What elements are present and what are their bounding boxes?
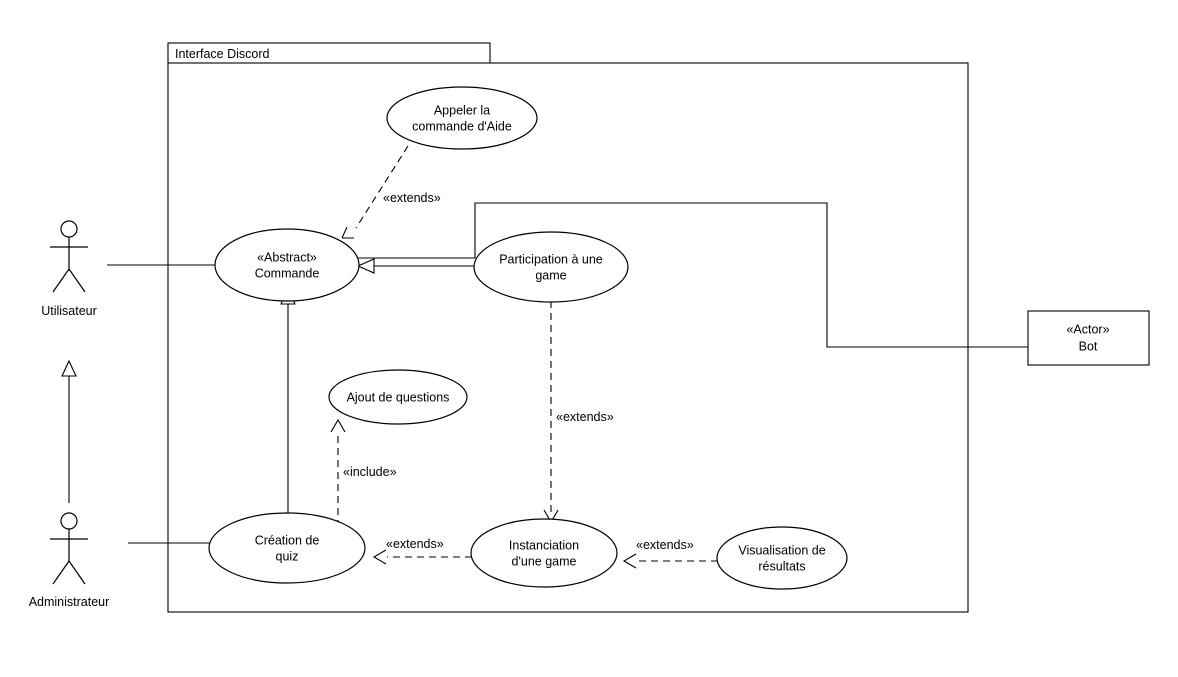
- use-case-visualisation-resultats-label-line2: résultats: [758, 559, 805, 573]
- use-case-instanciation-game-shape: [470, 518, 618, 588]
- use-case-commande[interactable]: «Abstract» Commande: [214, 228, 360, 302]
- association-bot-commande[interactable]: [357, 202, 1028, 348]
- association-bot-commande-line: [357, 202, 1028, 348]
- package-title: Interface Discord: [175, 47, 270, 61]
- use-case-appeler-aide-label-line2: commande d'Aide: [412, 119, 512, 133]
- actor-administrateur[interactable]: Administrateur: [29, 512, 110, 609]
- extend-visualisation-instanciation-arrowhead: [622, 553, 637, 569]
- use-case-ajout-questions-label: Ajout de questions: [347, 390, 450, 404]
- extend-aide-commande-label: «extends»: [383, 191, 441, 205]
- use-case-creation-quiz-shape: [208, 512, 366, 584]
- use-case-participation-game-shape: [473, 231, 629, 303]
- use-case-visualisation-resultats-label-line1: Visualisation de: [738, 543, 825, 557]
- use-case-participation-game[interactable]: Participation à une game: [473, 231, 629, 303]
- use-case-participation-game-label-line1: Participation à une: [499, 252, 603, 266]
- actor-utilisateur-head: [60, 220, 78, 238]
- extend-visualisation-instanciation-label: «extends»: [636, 538, 694, 552]
- use-case-instanciation-game-label-line2: d'une game: [512, 554, 577, 568]
- use-case-commande-label: Commande: [255, 266, 320, 280]
- extend-aide-commande-line: [355, 145, 409, 229]
- actor-box-bot-stereotype: «Actor»: [1066, 322, 1109, 336]
- actor-box-bot[interactable]: «Actor» Bot: [1027, 310, 1150, 366]
- use-case-appeler-aide-label-line1: Appeler la: [434, 103, 490, 117]
- use-case-visualisation-resultats[interactable]: Visualisation de résultats: [716, 526, 848, 590]
- actor-utilisateur-leg-right: [68, 268, 86, 293]
- use-case-visualisation-resultats-shape: [716, 526, 848, 590]
- actor-administrateur-label: Administrateur: [29, 595, 110, 609]
- use-case-creation-quiz-label-line1: Création de: [255, 533, 320, 547]
- actor-utilisateur-label: Utilisateur: [41, 304, 97, 318]
- use-case-instanciation-game-label-line1: Instanciation: [509, 538, 579, 552]
- actor-utilisateur[interactable]: Utilisateur: [41, 220, 97, 318]
- use-case-instanciation-game[interactable]: Instanciation d'une game: [470, 518, 618, 588]
- actor-administrateur-leg-right: [68, 560, 86, 585]
- use-case-appeler-aide[interactable]: Appeler la commande d'Aide: [386, 86, 538, 150]
- extend-instanciation-creation-quiz[interactable]: «extends»: [372, 537, 472, 565]
- include-quiz-questions-arrowhead: [330, 418, 346, 433]
- use-case-commande-stereotype: «Abstract»: [257, 250, 317, 264]
- actor-box-bot-shape: [1027, 310, 1150, 366]
- include-quiz-questions-label: «include»: [343, 465, 397, 479]
- extend-appeler-aide-commande[interactable]: «extends»: [341, 145, 441, 239]
- use-case-creation-quiz-label-line2: quiz: [276, 549, 299, 563]
- extend-visualisation-instanciation[interactable]: «extends»: [622, 538, 718, 569]
- extend-aide-commande-arrowhead: [341, 226, 354, 239]
- extend-instanciation-quiz-label: «extends»: [386, 537, 444, 551]
- generalization-admin-util-arrowhead: [61, 359, 77, 377]
- actor-administrateur-head: [60, 512, 78, 530]
- generalization-participation-commande[interactable]: [356, 258, 478, 274]
- use-case-participation-game-label-line2: game: [535, 268, 566, 282]
- generalization-participation-commande-arrowhead: [356, 258, 375, 274]
- actor-box-bot-name: Bot: [1079, 339, 1098, 353]
- use-case-creation-quiz[interactable]: Création de quiz: [208, 512, 366, 584]
- use-case-commande-shape: [214, 228, 360, 302]
- actor-utilisateur-leg-left: [52, 268, 70, 293]
- use-case-ajout-questions[interactable]: Ajout de questions: [328, 369, 468, 425]
- include-creation-quiz-ajout-questions[interactable]: «include»: [330, 418, 397, 527]
- use-case-appeler-aide-shape: [386, 86, 538, 150]
- generalization-administrateur-utilisateur[interactable]: [61, 359, 77, 503]
- extend-instanciation-quiz-arrowhead: [372, 549, 387, 565]
- use-case-ajout-questions-shape: [328, 369, 468, 425]
- actor-administrateur-leg-left: [52, 560, 70, 585]
- extend-participation-instanciation-label: «extends»: [556, 410, 614, 424]
